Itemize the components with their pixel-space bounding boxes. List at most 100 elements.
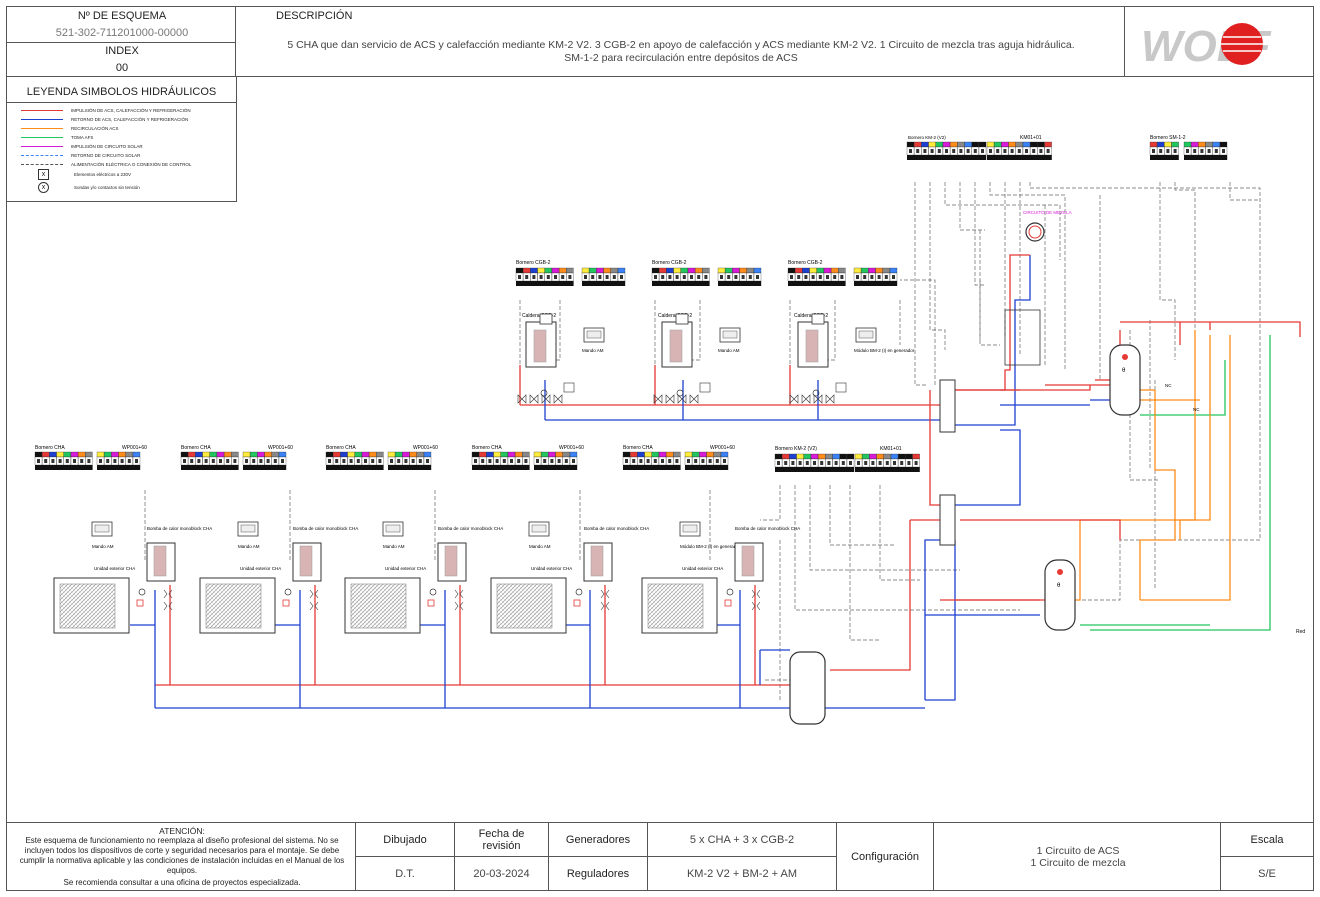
hydraulic-separator-upper (939, 379, 956, 433)
description-label: DESCRIPCIÓN (276, 10, 353, 22)
wp-module-label: WP001+60 (559, 445, 584, 451)
x-circle-icon: x (38, 182, 49, 193)
svg-text:θ: θ (1057, 583, 1061, 589)
scale-label: Escala (1220, 822, 1314, 857)
mix-circuit-label: CIRCUITO DE MEZCLA (1023, 210, 1072, 215)
cgb-terminal-label: Bornero CGB-2 (788, 260, 823, 266)
attention-last: Se recomienda consultar a una oficina de… (63, 878, 301, 887)
wp-module-label: WP001+60 (268, 445, 293, 451)
cha-pump-label: Bomba de calor monoblock CHA (293, 526, 358, 531)
cha-terminal-label: Bornero CHA (472, 445, 502, 451)
am-label: Mando AM (92, 544, 114, 549)
am-label: Mando AM (383, 544, 405, 549)
svg-text:θ: θ (1122, 368, 1126, 374)
config-value-2: 1 Circuito de mezcla (1030, 857, 1126, 869)
sm12-label: Bornero SM-1-2 (1150, 135, 1186, 141)
generators-label: Generadores (548, 822, 648, 857)
cgb-terminal-label: Bornero CGB-2 (516, 260, 551, 266)
regulators-value: KM-2 V2 + BM-2 + AM (647, 856, 837, 891)
km2-top-terminal (906, 141, 1052, 160)
wp-module-label: WP001+60 (413, 445, 438, 451)
index-value: 00 (115, 62, 129, 74)
km2-mid-label: Bornero KM-2 (V2) (775, 446, 817, 452)
legend-box: LEYENDA SIMBOLOS HIDRÁULICOS IMPULSIÓN D… (6, 76, 237, 202)
attention-box: ATENCIÓN: Este esquema de funcionamiento… (6, 822, 356, 891)
date-value: 20-03-2024 (454, 856, 549, 891)
km2-mid-terminal (774, 453, 920, 472)
pipes (130, 254, 1301, 709)
legend-item-cold-water: TOMA AFS (21, 133, 93, 142)
cha-pump-label: Bomba de calor monoblock CHA (584, 526, 649, 531)
buffer-tank (789, 651, 826, 725)
outdoor-unit-label: Unidad exterior CHA (682, 566, 723, 571)
hydraulic-diagram: Bornero KM-2 (V2) KM01+01 Bornero SM-1-2 (34, 135, 1305, 725)
km-module-top-label: KM01+01 (1020, 135, 1042, 141)
cha-terminal-label: Bornero CHA (35, 445, 65, 451)
bm2-label: Módulo BM-2 (I) en generador (680, 544, 741, 549)
control-wiring (144, 182, 1261, 700)
am-label: Mando AM (718, 348, 740, 353)
am-label: Mando AM (238, 544, 260, 549)
legend-item-recirculation: RECIRCULACIÓN ACS (21, 124, 119, 133)
cha-terminal-label: Bornero CHA (623, 445, 653, 451)
wolf-logo: WOLF (1141, 22, 1272, 67)
cha-terminal-label: Bornero CHA (326, 445, 356, 451)
km2-top-label: Bornero KM-2 (V2) (908, 135, 946, 140)
legend-item-solar-return: RETORNO DE CIRCUITO SOLAR (21, 151, 140, 160)
outdoor-unit-label: Unidad exterior CHA (94, 566, 135, 571)
wp-module-label: WP001+60 (122, 445, 147, 451)
config-value-cell: 1 Circuito de ACS 1 Circuito de mezcla (933, 822, 1221, 891)
cgb-label: Caldera CGB-2 (522, 313, 556, 319)
mix-group-frame (1004, 309, 1041, 366)
am-label: Mando AM (529, 544, 551, 549)
cgb-label: Caldera CGB-2 (658, 313, 692, 319)
attention-body: Este esquema de funcionamiento no reempl… (19, 836, 345, 875)
scheme-number: 521-302-711201000-00000 (55, 27, 189, 39)
cgb-terminal-label: Bornero CGB-2 (652, 260, 687, 266)
generators-value: 5 x CHA + 3 x CGB-2 (647, 822, 837, 857)
legend-item-solar-supply: IMPULSIÓN DE CIRCUITO SOLAR (21, 142, 143, 151)
drawn-value: D.T. (355, 856, 455, 891)
scale-value: S/E (1220, 856, 1314, 891)
outdoor-unit-label: Unidad exterior CHA (531, 566, 572, 571)
dhw-tank-upper: θ (1109, 344, 1141, 416)
sm12-terminal (1149, 141, 1228, 160)
legend-item-return: RETORNO DE ACS, CALEFACCIÓN Y REFRIGERAC… (21, 115, 188, 124)
cha-pump-label: Bomba de calor monoblock CHA (147, 526, 212, 531)
scheme-label: Nº DE ESQUEMA (77, 10, 167, 22)
index-label: INDEX (105, 45, 139, 57)
x-box-icon: x (38, 169, 49, 180)
legend-item-supply: IMPULSIÓN DE ACS, CALEFACCIÓN Y REFRIGER… (21, 106, 191, 115)
outdoor-unit-label: Unidad exterior CHA (240, 566, 281, 571)
legend-item-control: ALIMENTACIÓN ELÉCTRICA O CONEXIÓN DE CON… (21, 160, 191, 169)
description-line-2: SM-1-2 para recirculación entre depósito… (564, 52, 798, 64)
cha-pump-label: Bomba de calor monoblock CHA (735, 526, 800, 531)
config-value-1: 1 Circuito de ACS (1036, 845, 1120, 857)
km-mid-module-label: KM01+01 (880, 446, 902, 452)
regulators-label: Reguladores (548, 856, 648, 891)
nc-label-lower: NC (1193, 407, 1200, 412)
config-label: Configuración (836, 822, 934, 891)
drawn-label: Dibujado (355, 822, 455, 857)
dhw-tank-lower: θ (1044, 559, 1076, 631)
legend-title: LEYENDA SIMBOLOS HIDRÁULICOS (26, 86, 217, 98)
attention-title: ATENCIÓN: (159, 826, 205, 836)
logo-cell: WOLF (1124, 6, 1314, 77)
bm2-label: Módulo BM-2 (I) en generador (854, 348, 915, 353)
red-label: Red (1296, 629, 1305, 635)
hydraulic-separator-lower (939, 494, 956, 546)
cha-pump-label: Bomba de calor monoblock CHA (438, 526, 503, 531)
am-label: Mando AM (582, 348, 604, 353)
nc-label-upper: NC (1165, 383, 1172, 388)
mix-circuit-symbol (1025, 222, 1045, 242)
wp-module-label: WP001+60 (710, 445, 735, 451)
